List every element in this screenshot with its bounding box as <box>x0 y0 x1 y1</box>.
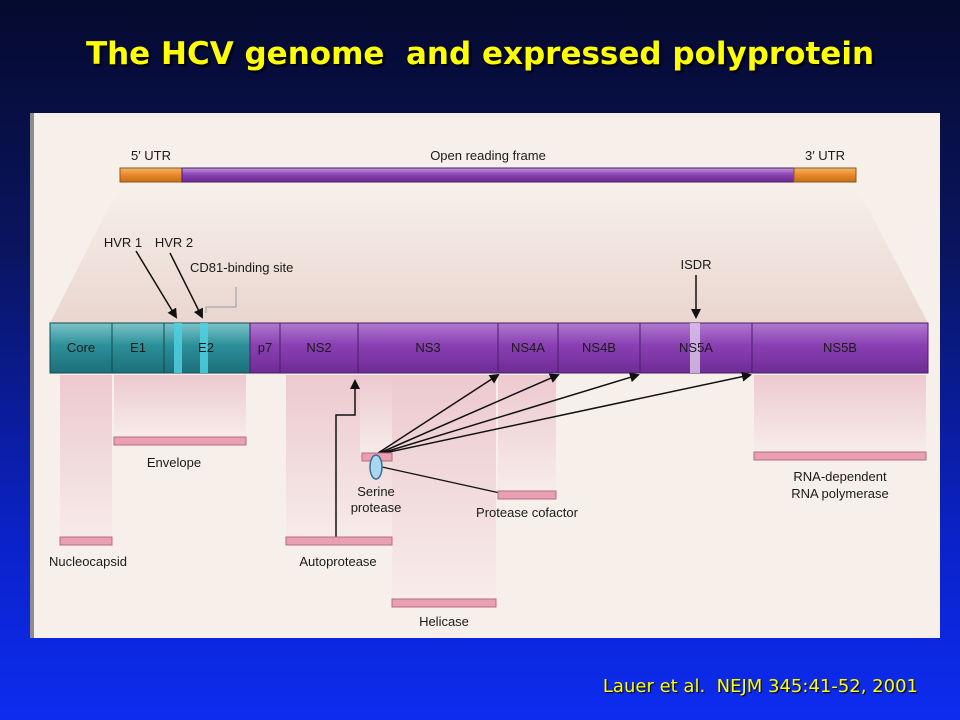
segment-label-ns4a: NS4A <box>511 340 545 355</box>
label-envelope: Envelope <box>147 455 201 470</box>
segment-label-ns2: NS2 <box>306 340 331 355</box>
citation: Lauer et al. NEJM 345:41-52, 2001 <box>602 676 918 697</box>
segment-label-ns4b: NS4B <box>582 340 616 355</box>
label-protease-cofactor: Protease cofactor <box>476 505 579 520</box>
bar-nucleocapsid <box>59 536 113 546</box>
cleavage-arrow-ns4b-ns5a <box>374 372 640 456</box>
cleavage-arrow-ns5a-ns5b <box>374 371 752 456</box>
segment-ns4b <box>557 322 641 374</box>
segment-ns5b <box>751 322 929 374</box>
segment-label-e1: E1 <box>130 340 146 355</box>
hvr2-label: HVR 2 <box>155 235 193 250</box>
projection-nucleocapsid <box>60 375 112 545</box>
polyprotein-bar: Core E1 E2 p7 NS2 NS3 NS4A NS4B NS5A NS5… <box>49 322 929 374</box>
label-rna-polymerase-1: RNA-dependent <box>793 469 887 484</box>
hcv-genome-diagram: 5′ UTR Open reading frame 3′ UTR <box>49 148 929 629</box>
segment-ns3 <box>357 322 499 374</box>
label-nucleocapsid: Nucleocapsid <box>49 554 127 569</box>
segment-label-ns5b: NS5B <box>823 340 857 355</box>
segment-label-core: Core <box>67 340 95 355</box>
label-autoprotease: Autoprotease <box>299 554 376 569</box>
projection-envelope <box>114 375 246 437</box>
serine-protease-ellipse <box>369 454 383 480</box>
serine-protease-arrows <box>374 371 752 494</box>
label-serine-2: protease <box>351 500 402 515</box>
segment-label-ns5a: NS5A <box>679 340 713 355</box>
autoprotease-arrow <box>335 379 360 538</box>
cleavage-arrow-ns4a-ns4b <box>374 373 560 456</box>
function-projections <box>60 375 926 599</box>
utr5-label: 5′ UTR <box>131 148 171 163</box>
segment-e1 <box>111 322 165 374</box>
bar-envelope <box>113 436 247 446</box>
utr3-label: 3′ UTR <box>805 148 845 163</box>
segment-label-e2: E2 <box>198 340 214 355</box>
bar-helicase <box>391 598 497 608</box>
cd81-label: CD81-binding site <box>190 260 293 275</box>
projection-rna-polymerase <box>754 375 926 451</box>
bar-protease-cofactor <box>497 490 557 500</box>
genome-utr5-segment <box>119 167 183 183</box>
expansion-fan <box>50 185 928 323</box>
projection-serine-protease <box>360 375 394 455</box>
cd81-bracket <box>205 287 237 313</box>
projection-protease-cofactor <box>498 375 556 491</box>
label-helicase: Helicase <box>419 614 469 629</box>
bar-autoprotease <box>285 536 393 546</box>
bar-rna-polymerase <box>753 451 927 461</box>
isdr-label: ISDR <box>680 257 711 272</box>
slide-title: The HCV genome and expressed polyprotein <box>85 36 875 72</box>
genome-orf-segment <box>181 167 795 183</box>
hvr1-region <box>174 323 182 373</box>
isdr-region <box>690 323 700 373</box>
hvr2-arrow <box>169 252 203 319</box>
hvr1-arrow <box>135 250 178 319</box>
hvr1-label: HVR 1 <box>104 235 142 250</box>
segment-label-p7: p7 <box>258 340 272 355</box>
label-rna-polymerase-2: RNA polymerase <box>791 486 889 501</box>
orf-label: Open reading frame <box>430 148 546 163</box>
segment-label-ns3: NS3 <box>415 340 440 355</box>
segment-p7 <box>249 322 281 374</box>
cleavage-arrow-ns3-ns4a <box>374 373 500 456</box>
cofactor-link-line <box>381 466 501 494</box>
genome-utr3-segment <box>793 167 857 183</box>
segment-ns4a <box>497 322 559 374</box>
figure-panel: 5′ UTR Open reading frame 3′ UTR <box>30 113 940 638</box>
projection-helicase <box>392 375 496 599</box>
label-serine-1: Serine <box>357 484 395 499</box>
segment-core-box <box>49 322 113 374</box>
hvr2-region <box>200 323 208 373</box>
